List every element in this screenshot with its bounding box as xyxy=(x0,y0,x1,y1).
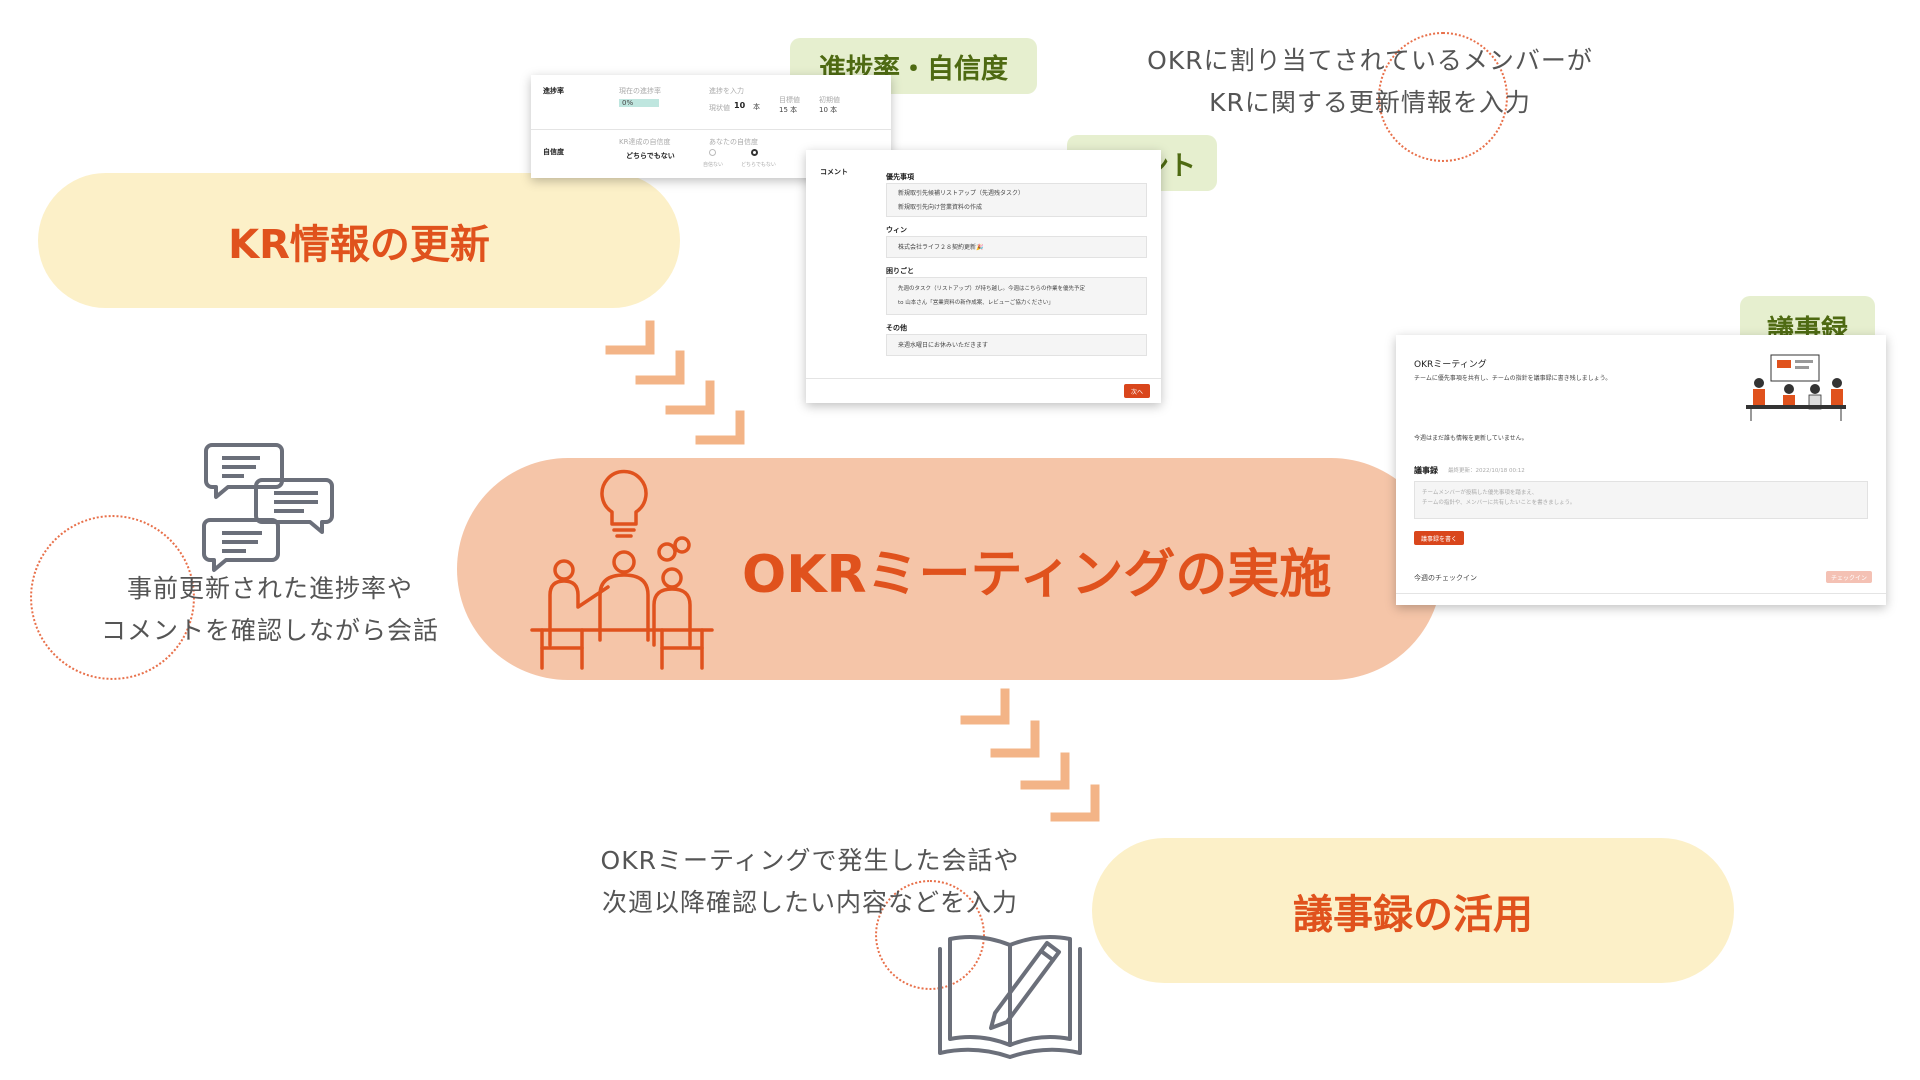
issue-item-2: to 山本さん「営業資料の新作成案、レビューご協力ください」 xyxy=(898,300,1054,306)
priority-item-2: 新規取引先向け営業資料の作成 xyxy=(898,204,983,211)
section-win-title: ウィン xyxy=(886,226,907,234)
comment-screen: コメント 優先事項 新規取引先候補リストアップ（先週残タスク） 新規取引先向け営… xyxy=(806,150,1161,403)
minutes-screen: OKRミーティング チームに優先事項を共有し、チームの指針を議事録に書き残しまし… xyxy=(1396,335,1886,605)
dotted-circle-left xyxy=(30,515,195,680)
progress-row-label: 進捗率 xyxy=(543,87,564,95)
chevron-arrows-icon xyxy=(605,320,745,445)
current-value[interactable]: 10 xyxy=(734,101,746,110)
chevron-arrows-icon xyxy=(960,688,1100,822)
note-left-line2: コメントを確認しながら会話 xyxy=(100,616,439,645)
radio-no-confidence-label: 自信ない xyxy=(703,162,724,168)
current-value-sub: 現状値 xyxy=(709,104,730,112)
note-meeting-talk: 事前更新された進捗率や コメントを確認しながら会話 xyxy=(60,568,480,652)
section-issue-title: 困りごと xyxy=(886,267,914,275)
your-confidence-head: あなたの自信度 xyxy=(709,138,758,146)
write-minutes-button[interactable]: 議事録を書く xyxy=(1414,531,1464,545)
minutes-desc: チームに優先事項を共有し、チームの指針を議事録に書き残しましょう。 xyxy=(1414,375,1612,382)
priority-box[interactable] xyxy=(886,183,1147,217)
priority-item-1: 新規取引先候補リストアップ（先週残タスク） xyxy=(898,190,1025,197)
minutes-section-title: 議事録 xyxy=(1414,466,1438,475)
radio-neutral[interactable] xyxy=(751,149,758,156)
note-minutes-input: OKRミーティングで発生した会話や 次週以降確認したい内容などを入力 xyxy=(580,840,1040,924)
chat-bubbles-icon xyxy=(202,443,334,572)
minutes-status: 今週はまだ誰も情報を更新していません。 xyxy=(1414,435,1528,442)
kr-update-step: KR情報の更新 xyxy=(38,173,680,308)
current-value-unit: 本 xyxy=(753,103,760,111)
minutes-use-step: 議事録の活用 xyxy=(1092,838,1734,983)
current-progress-head: 現在の進捗率 xyxy=(619,87,661,95)
other-item-1: 来週水曜日にお休みいただきます xyxy=(898,342,989,349)
comment-footer-divider xyxy=(806,378,1161,379)
issue-box[interactable] xyxy=(886,277,1147,315)
target-value-head: 目標値 xyxy=(779,96,800,104)
other-box[interactable] xyxy=(886,334,1147,356)
comment-label: コメント xyxy=(820,168,848,176)
minutes-textarea[interactable] xyxy=(1414,481,1868,519)
kr-confidence-value: どちらでもない xyxy=(626,152,675,160)
note-bottom-line1: OKRミーティングで発生した会話や xyxy=(600,846,1020,875)
minutes-updated: 最終更新：2022/10/18 00:12 xyxy=(1448,468,1525,474)
issue-item-1: 先週のタスク（リストアップ）が持ち越し。今週はこちらの作業を優先予定 xyxy=(898,286,1086,292)
okr-meeting-label: OKRミーティングの実施 xyxy=(742,545,1332,605)
tag-progress: 進捗率・自信度 xyxy=(790,38,1037,94)
note-top-line1: OKRに割り当てされているメンバーが xyxy=(1147,46,1593,75)
checkin-button[interactable]: チェックイン xyxy=(1826,571,1872,583)
section-other-title: その他 xyxy=(886,324,907,332)
dotted-circle-top xyxy=(1378,32,1508,162)
initial-value: 10 本 xyxy=(819,106,838,114)
meeting-illustration-icon xyxy=(1746,354,1846,421)
kr-confidence-head: KR達成の自信度 xyxy=(619,138,671,146)
minutes-placeholder-2: チームの指針や、メンバーに共有したいことを書きましょう。 xyxy=(1422,500,1576,506)
notebook-pen-icon xyxy=(938,935,1082,1059)
minutes-use-label: 議事録の活用 xyxy=(1293,891,1533,938)
next-button[interactable]: 次へ xyxy=(1124,384,1150,398)
win-box[interactable] xyxy=(886,236,1147,258)
dotted-circle-bottom xyxy=(875,880,985,990)
meeting-people-icon xyxy=(530,469,714,670)
minutes-bottom-divider xyxy=(1396,593,1886,594)
minutes-placeholder-1: チームメンバーが投稿した優先事項を踏まえ、 xyxy=(1422,490,1538,496)
okr-meeting-step: OKRミーティングの実施 xyxy=(457,458,1442,680)
note-top-line2: KRに関する更新情報を入力 xyxy=(1209,88,1531,117)
win-item-1: 株式会社ライフ２８契約更新🎉 xyxy=(898,244,984,251)
radio-neutral-label: どちらでもない xyxy=(741,162,776,168)
minutes-title: OKRミーティング xyxy=(1414,360,1487,370)
section-priority-title: 優先事項 xyxy=(886,173,914,181)
confidence-row-label: 自信度 xyxy=(543,148,564,156)
initial-value-head: 初期値 xyxy=(819,96,840,104)
kr-update-label: KR情報の更新 xyxy=(228,221,490,268)
checkin-title: 今週のチェックイン xyxy=(1414,574,1477,582)
progress-badge: 0% xyxy=(619,99,659,107)
note-kr-input: OKRに割り当てされているメンバーが KRに関する更新情報を入力 xyxy=(1100,40,1640,124)
progress-input-head: 進捗を入力 xyxy=(709,87,744,95)
note-bottom-line2: 次週以降確認したい内容などを入力 xyxy=(601,888,1018,917)
radio-no-confidence[interactable] xyxy=(709,149,716,156)
note-left-line1: 事前更新された進捗率や xyxy=(126,574,413,603)
row-divider xyxy=(531,129,891,130)
target-value: 15 本 xyxy=(779,106,798,114)
